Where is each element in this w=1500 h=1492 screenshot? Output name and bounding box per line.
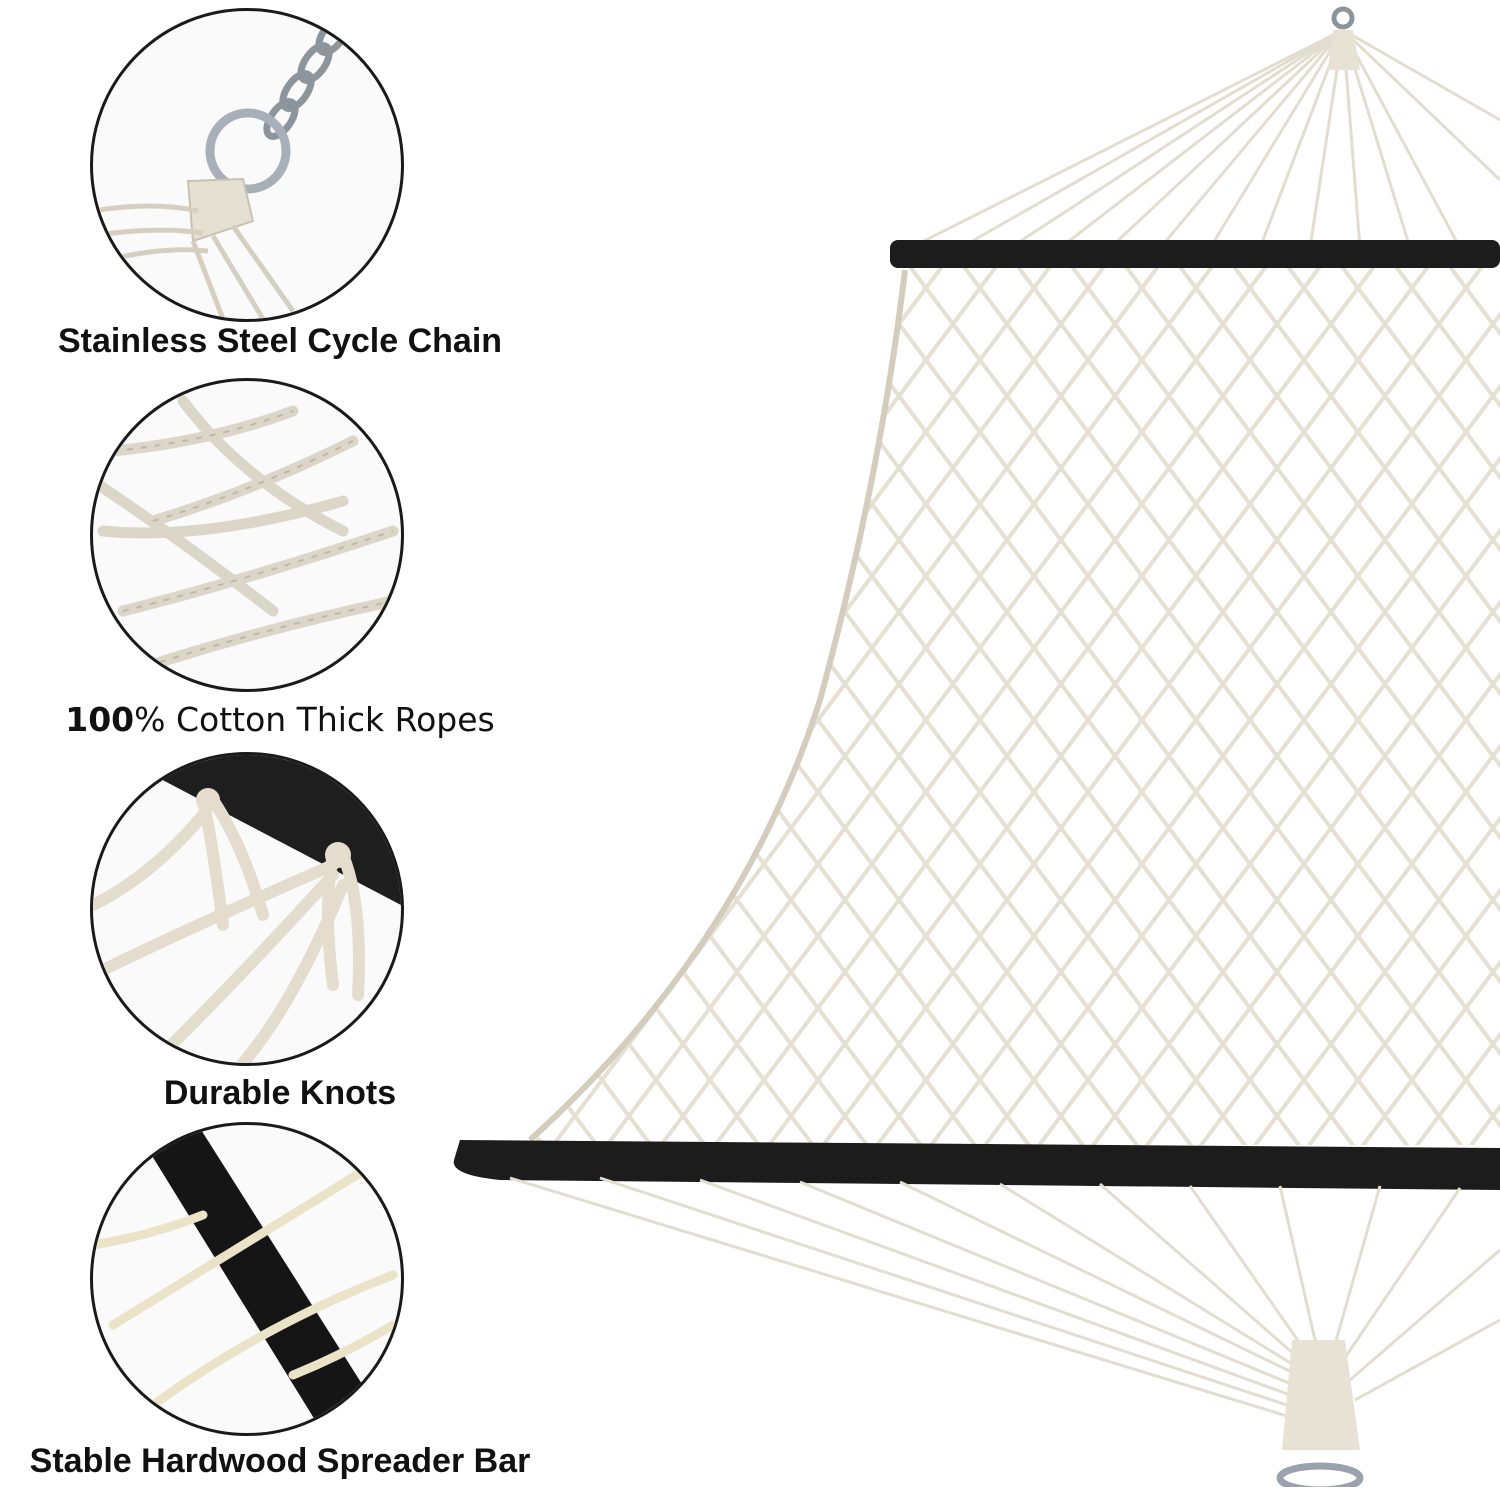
bottom-rope-gather <box>1282 1340 1360 1450</box>
bottom-spreader-bar <box>453 1140 1500 1190</box>
caption-percent-number: 100 <box>65 700 135 739</box>
hammock-net <box>530 265 1500 1145</box>
feature-caption-ropes: 100% Cotton Thick Ropes <box>0 700 560 739</box>
spreader-bar-detail-image <box>90 1122 404 1436</box>
top-suspension-ropes <box>909 28 1500 250</box>
chain-detail-image <box>90 8 404 322</box>
feature-caption-knots: Durable Knots <box>163 1074 397 1112</box>
rope-detail-image <box>90 378 404 692</box>
feature-panel: Stainless Steel Cycle Chain 100% Cotton … <box>0 0 560 1487</box>
bottom-ring-icon <box>1276 1462 1364 1492</box>
chain-ring-icon <box>93 14 351 319</box>
hammock-product-image <box>440 0 1500 1492</box>
knot-icon <box>93 755 401 1063</box>
feature-caption-spreader-bar: Stable Hardwood Spreader Bar <box>29 1442 531 1480</box>
spreader-bar-icon <box>93 1125 398 1433</box>
cotton-rope-icon <box>93 395 399 677</box>
hammock-illustration <box>453 6 1500 1492</box>
top-ring-icon <box>1331 6 1355 30</box>
feature-caption-chain: Stainless Steel Cycle Chain <box>57 322 503 360</box>
caption-rope-text: % Cotton Thick Ropes <box>134 700 495 739</box>
knot-detail-image <box>90 752 404 1066</box>
bottom-suspension-ropes <box>509 1176 1500 1422</box>
top-spreader-bar <box>890 240 1500 268</box>
